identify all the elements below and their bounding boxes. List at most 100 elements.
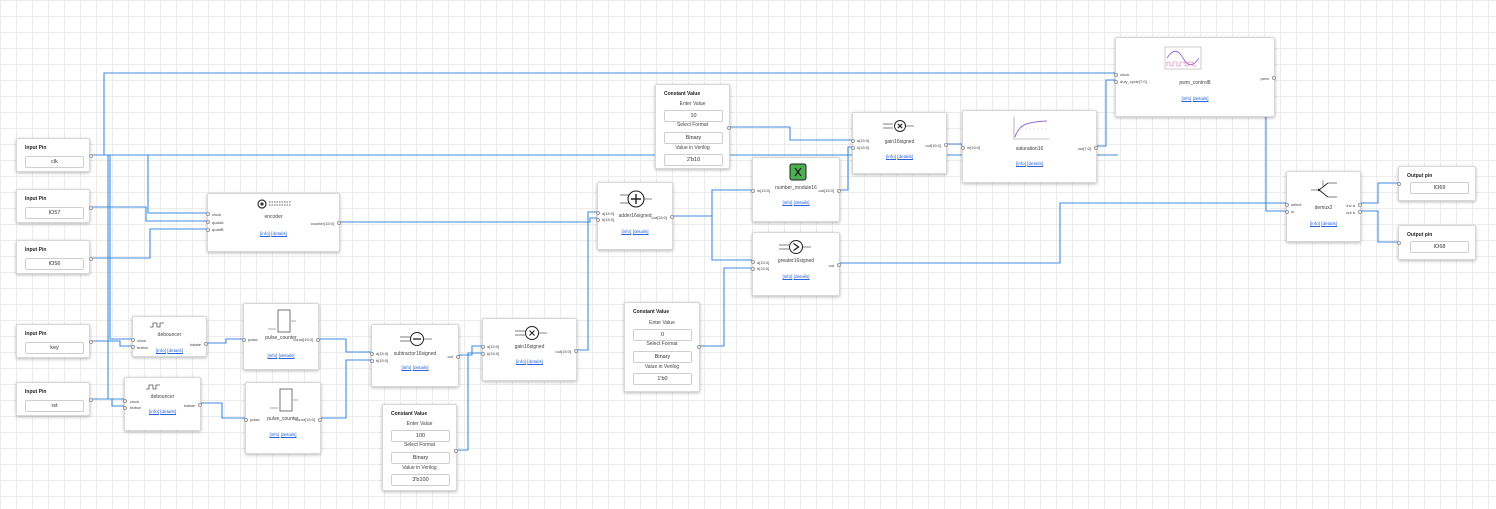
info-link[interactable]: [info] <box>885 154 896 159</box>
constant-value-input[interactable]: 0 <box>633 329 692 341</box>
port-out-a[interactable] <box>1358 203 1362 207</box>
port-clock[interactable] <box>131 338 135 342</box>
subtractor-block[interactable]: subtractor16signed a[15:0] b[15:0] out [… <box>370 324 460 387</box>
port-out[interactable] <box>89 154 93 158</box>
details-link[interactable]: [details] <box>1192 96 1209 101</box>
port-out[interactable] <box>574 349 578 353</box>
pwm-control-block[interactable]: pwm_control8 clock duty_cycle[7:0] pwm [… <box>1114 37 1276 117</box>
port-out-b[interactable] <box>1358 210 1362 214</box>
input-pin-io56[interactable]: Input Pin IO56 <box>16 240 93 274</box>
info-link[interactable]: [info] <box>401 365 412 370</box>
debouncer-block-1[interactable]: debouncer clock button bstate [info] [de… <box>131 316 208 357</box>
details-link[interactable]: [details] <box>897 154 914 159</box>
port-in[interactable] <box>961 146 965 150</box>
constant-value-100[interactable]: Constant Value Enter Value 100 Select Fo… <box>382 404 458 491</box>
port-b[interactable] <box>370 359 374 363</box>
output-pin-io69[interactable]: Output pin IO69 <box>1397 166 1476 201</box>
format-select[interactable]: Binary <box>633 351 692 363</box>
port-quadA[interactable] <box>206 220 210 224</box>
port-pulse[interactable] <box>242 338 246 342</box>
port-a[interactable] <box>751 260 755 264</box>
port-out[interactable] <box>89 398 93 402</box>
port-button[interactable] <box>123 406 127 410</box>
info-link[interactable]: [info] <box>155 348 166 353</box>
details-link[interactable]: [details] <box>793 274 810 279</box>
saturation-block[interactable]: saturation16 in[15:0] out[7:0] [info] [d… <box>961 110 1098 183</box>
info-link[interactable]: [info] <box>1181 96 1192 101</box>
pulse-counter-block-2[interactable]: pulse_counter pulse count[15:0] [info] [… <box>244 382 322 454</box>
info-link[interactable]: [info] <box>782 200 793 205</box>
details-link[interactable]: [details] <box>167 348 184 353</box>
port-in[interactable] <box>751 189 755 193</box>
port-clock[interactable] <box>206 212 210 216</box>
port-quadB[interactable] <box>206 228 210 232</box>
port-out[interactable] <box>198 403 202 407</box>
format-select[interactable]: Binary <box>664 132 723 144</box>
input-pin-value[interactable]: IO56 <box>25 258 84 270</box>
port-out[interactable] <box>727 126 731 130</box>
port-pulse[interactable] <box>244 418 248 422</box>
input-pin-io57[interactable]: Input Pin IO57 <box>16 189 93 223</box>
input-pin-value[interactable]: clk <box>25 156 84 168</box>
gain-block-2[interactable]: gain16signed a[15:0] b[15:0] out[15:0] [… <box>851 112 948 174</box>
input-pin-value[interactable]: rst <box>25 400 84 412</box>
info-link[interactable]: [info] <box>782 274 793 279</box>
port-out[interactable] <box>837 189 841 193</box>
port-out[interactable] <box>697 345 701 349</box>
port-out[interactable] <box>670 215 674 219</box>
port-select[interactable] <box>1285 203 1289 207</box>
details-link[interactable]: [details] <box>527 359 544 364</box>
details-link[interactable]: [details] <box>1027 161 1044 166</box>
port-out[interactable] <box>89 206 93 210</box>
port-out[interactable] <box>337 221 341 225</box>
details-link[interactable]: [details] <box>793 200 810 205</box>
input-pin-value[interactable]: IO57 <box>25 207 84 219</box>
port-out[interactable] <box>89 340 93 344</box>
output-pin-value[interactable]: IO68 <box>1410 241 1469 253</box>
port-a[interactable] <box>370 352 374 356</box>
port-duty-cycle[interactable] <box>1114 80 1118 84</box>
port-b[interactable] <box>481 352 485 356</box>
port-out[interactable] <box>1272 76 1276 80</box>
output-pin-value[interactable]: IO69 <box>1410 182 1469 194</box>
details-link[interactable]: [details] <box>280 432 297 437</box>
port-out[interactable] <box>456 355 460 359</box>
port-out[interactable] <box>89 257 93 261</box>
constant-value-input[interactable]: 10 <box>664 110 723 122</box>
info-link[interactable]: [info] <box>515 359 526 364</box>
encoder-block[interactable]: encoder clock quadA quadB counter[15:0] … <box>206 193 341 252</box>
port-a[interactable] <box>851 139 855 143</box>
info-link[interactable]: [info] <box>1309 221 1320 226</box>
info-link[interactable]: [info] <box>1015 161 1026 166</box>
gain-block-1[interactable]: gain16signed a[15:0] b[15:0] out[15:0] [… <box>481 318 578 381</box>
port-in[interactable] <box>1397 241 1401 245</box>
adder-block[interactable]: adder16signed a[15:0] b[15:0] out[15:0] … <box>596 182 674 250</box>
output-pin-io68[interactable]: Output pin IO68 <box>1397 225 1476 260</box>
input-pin-key[interactable]: Input Pin key <box>16 324 93 358</box>
port-out[interactable] <box>1094 146 1098 150</box>
info-link[interactable]: [info] <box>621 229 632 234</box>
input-pin-rst[interactable]: Input Pin rst <box>16 382 93 416</box>
details-link[interactable]: [details] <box>271 231 288 236</box>
port-out[interactable] <box>316 338 320 342</box>
greater-block[interactable]: greater16signed a[15:0] b[15:0] out [inf… <box>751 232 841 296</box>
port-out[interactable] <box>454 449 458 453</box>
info-link[interactable]: [info] <box>259 231 270 236</box>
demux-block[interactable]: demux2 select in inv a out b [info] [det… <box>1285 171 1362 242</box>
port-out[interactable] <box>204 342 208 346</box>
format-select[interactable]: Binary <box>391 452 450 464</box>
details-link[interactable]: [details] <box>1321 221 1338 226</box>
port-out[interactable] <box>944 143 948 147</box>
number-module-block[interactable]: number_module16 in[15:0] out[15:0] [info… <box>751 157 841 222</box>
info-link[interactable]: [info] <box>269 432 280 437</box>
port-a[interactable] <box>596 211 600 215</box>
port-b[interactable] <box>851 146 855 150</box>
constant-value-10[interactable]: Constant Value Enter Value 10 Select For… <box>655 84 731 169</box>
constant-value-0[interactable]: Constant Value Enter Value 0 Select Form… <box>624 302 701 392</box>
port-b[interactable] <box>596 218 600 222</box>
port-b[interactable] <box>751 267 755 271</box>
details-link[interactable]: [details] <box>278 353 295 358</box>
pulse-counter-block-1[interactable]: pulse_counter pulse count[15:0] [info] [… <box>242 303 320 370</box>
info-link[interactable]: [info] <box>267 353 278 358</box>
details-link[interactable]: [details] <box>412 365 429 370</box>
